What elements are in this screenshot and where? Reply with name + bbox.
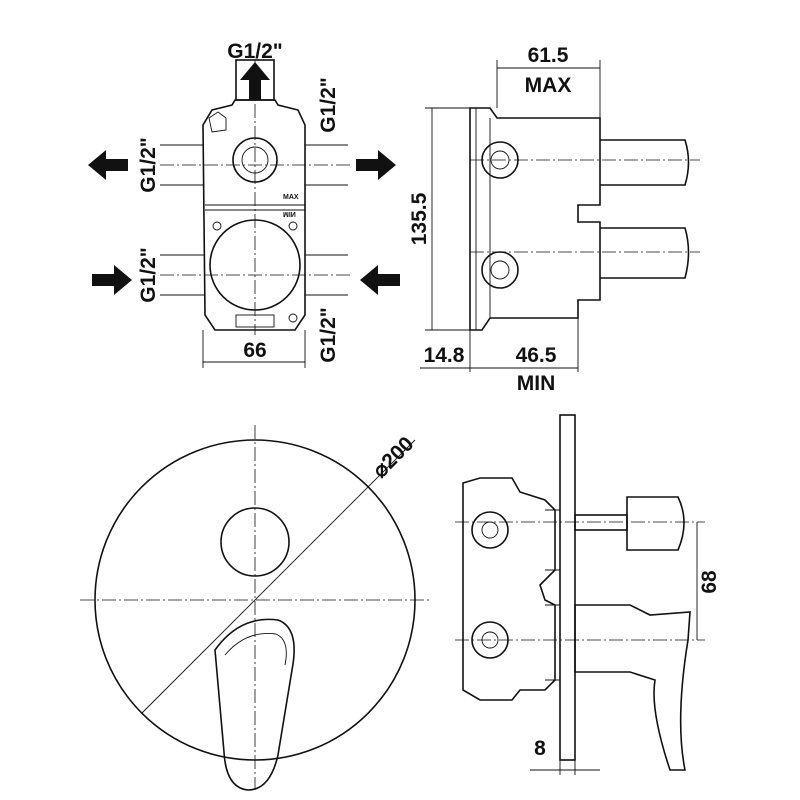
left-bottom-connection-label: G1/2" [137, 247, 160, 302]
width-dimension: 66 [243, 339, 266, 362]
right-bottom-connection-label: G1/2" [317, 307, 340, 362]
offset-dimension: 14.8 [424, 344, 465, 367]
plate-thickness-dimension: 8 [534, 737, 546, 760]
valve-front-view: G1/2" G1/2" G1/2" G1/2" G1/2" 66 MAX MIN [88, 40, 400, 368]
arrow-left-icon [360, 265, 400, 295]
spacing-dimension: 68 [698, 570, 721, 594]
max-label: MAX [525, 74, 572, 97]
cover-plate-view: ⌀200 [80, 425, 430, 791]
top-connection-label: G1/2" [227, 40, 282, 63]
left-top-connection-label: G1/2" [137, 137, 160, 192]
arrow-right-icon [356, 150, 396, 180]
valve-side-view: 61.5 MAX 135.5 14.8 46.5 MIN [408, 44, 700, 395]
min-label: MIN [517, 372, 556, 395]
installed-side-view: 68 8 [455, 414, 721, 775]
diameter-dimension: ⌀200 [368, 432, 418, 482]
min-depth-dimension: 46.5 [516, 344, 557, 367]
arrow-right-icon [92, 265, 132, 295]
height-dimension: 135.5 [408, 192, 431, 245]
arrow-up-icon [240, 62, 270, 100]
body-max-mark: MAX [283, 194, 299, 201]
right-top-connection-label: G1/2" [317, 77, 340, 132]
max-depth-dimension: 61.5 [528, 44, 569, 67]
arrow-left-icon [88, 150, 128, 180]
body-min-mark: MIN [283, 210, 296, 217]
